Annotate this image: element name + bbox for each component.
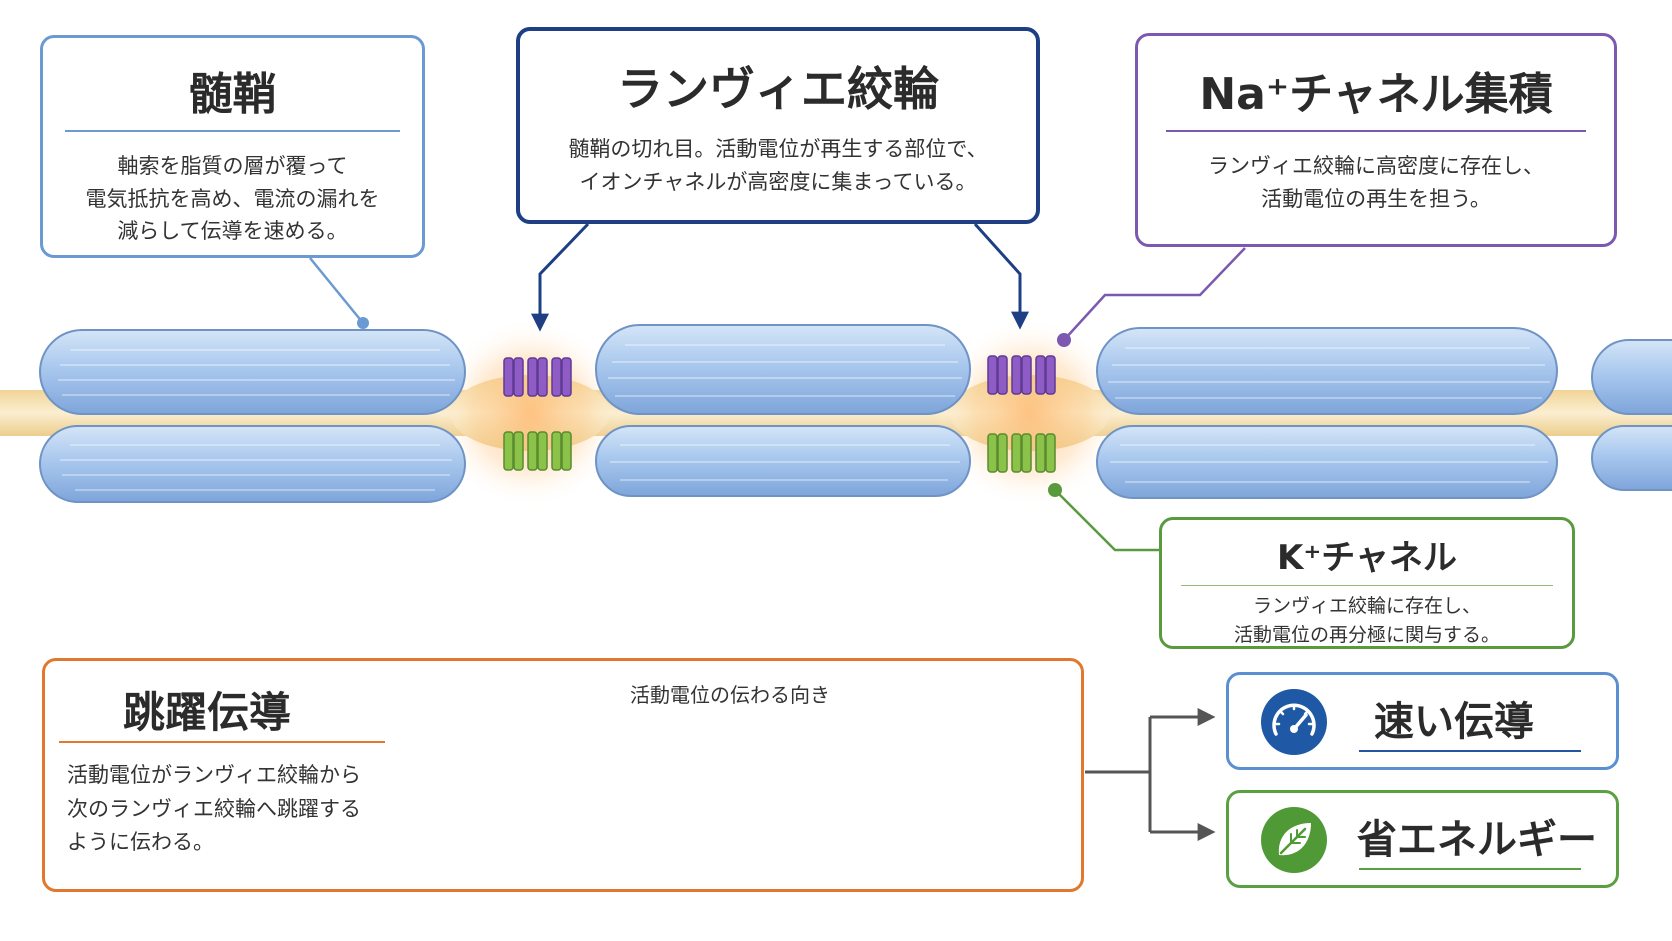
energy-saving-label: 省エネルギー (1357, 817, 1597, 863)
myelin-title: 髄鞘 (188, 69, 277, 120)
node-arrow-right (973, 222, 1029, 330)
na-connector-dot (1057, 333, 1071, 347)
myelin-callout: 髄鞘 軸索を脂質の層が覆って 電気抵抗を高め、電流の漏れを 減らして伝導を速める… (40, 35, 425, 258)
myelin-desc-line: 減らして伝導を速める。 (117, 219, 348, 244)
myelin-connector-dot (357, 317, 369, 329)
saltatory-desc-line: 次のランヴィエ絞輪へ跳躍する (67, 796, 361, 821)
saltatory-title-rule (59, 741, 385, 743)
na-channel-description: ランヴィエ絞輪に高密度に存在し、 活動電位の再生を担う。 (1138, 150, 1614, 215)
myelin-connector (309, 257, 364, 324)
na-channel-callout: Na⁺チャネル集積 ランヴィエ絞輪に高密度に存在し、 活動電位の再生を担う。 (1135, 33, 1617, 247)
leaf-icon (1261, 807, 1327, 873)
result-energy-saving: 省エネルギー (1226, 790, 1619, 888)
node-callout: ランヴィエ絞輪 髄鞘の切れ目。活動電位が再生する部位で、 イオンチャネルが高密度… (516, 27, 1040, 224)
saltatory-title: 跳躍伝導 (123, 688, 292, 737)
k-channel-title-rule (1181, 585, 1553, 586)
node-description: 髄鞘の切れ目。活動電位が再生する部位で、 イオンチャネルが高密度に集まっている。 (520, 133, 1036, 198)
node-desc-line: 髄鞘の切れ目。活動電位が再生する部位で、 (568, 137, 988, 161)
myelin-description: 軸索を脂質の層が覆って 電気抵抗を高め、電流の漏れを 減らして伝導を速める。 (43, 150, 422, 248)
na-connector (1063, 247, 1246, 341)
k-channel-title: K⁺チャネル (1277, 538, 1457, 578)
node-title: ランヴィエ絞輪 (617, 62, 939, 116)
myelin-lamella-lines (58, 344, 1550, 491)
node-desc-line: イオンチャネルが高密度に集まっている。 (579, 169, 977, 194)
saltatory-desc-line: 活動電位がランヴィエ絞輪から (67, 763, 361, 787)
result-branch (1085, 708, 1216, 841)
na-channel-cluster (503, 355, 1056, 397)
na-desc-line: 活動電位の再生を担う。 (1261, 186, 1491, 211)
myelin-desc-line: 軸索を脂質の層が覆って (117, 154, 348, 178)
k-channel-cluster (503, 431, 1056, 473)
fast-conduction-label: 速い伝導 (1374, 699, 1534, 745)
na-desc-line: ランヴィエ絞輪に高密度に存在し、 (1208, 154, 1544, 178)
saltatory-desc-line: ように伝わる。 (67, 830, 214, 855)
speedometer-icon (1261, 689, 1327, 755)
node-arrow-left (531, 222, 590, 332)
energy-saving-underline (1359, 868, 1581, 870)
fast-conduction-underline (1359, 750, 1581, 752)
myelin-segment (1591, 339, 1672, 491)
k-channel-description: ランヴィエ絞輪に存在し、 活動電位の再分極に関与する。 (1162, 592, 1572, 649)
k-desc-line: ランヴィエ絞輪に存在し、 (1252, 595, 1481, 617)
saltatory-panel: 跳躍伝導 活動電位がランヴィエ絞輪から 次のランヴィエ絞輪へ跳躍する ように伝わ… (42, 658, 1084, 892)
saltatory-description: 活動電位がランヴィエ絞輪から 次のランヴィエ絞輪へ跳躍する ように伝わる。 (67, 759, 361, 860)
na-channel-title: Na⁺チャネル集積 (1199, 69, 1553, 120)
direction-label: 活動電位の伝わる向き (630, 683, 830, 707)
k-connector (1054, 489, 1159, 552)
k-channel-callout: K⁺チャネル ランヴィエ絞輪に存在し、 活動電位の再分極に関与する。 (1159, 517, 1575, 649)
myelin-segment (1096, 327, 1558, 499)
k-desc-line: 活動電位の再分極に関与する。 (1233, 623, 1500, 646)
node-glow (435, 318, 625, 508)
myelin-segment (595, 324, 971, 497)
myelin-title-rule (65, 130, 400, 132)
na-channel-title-rule (1166, 130, 1586, 132)
myelin-desc-line: 電気抵抗を高め、電流の漏れを (85, 186, 380, 211)
result-fast-conduction: 速い伝導 (1226, 672, 1619, 770)
node-glow (935, 318, 1125, 508)
k-connector-dot (1048, 483, 1062, 497)
